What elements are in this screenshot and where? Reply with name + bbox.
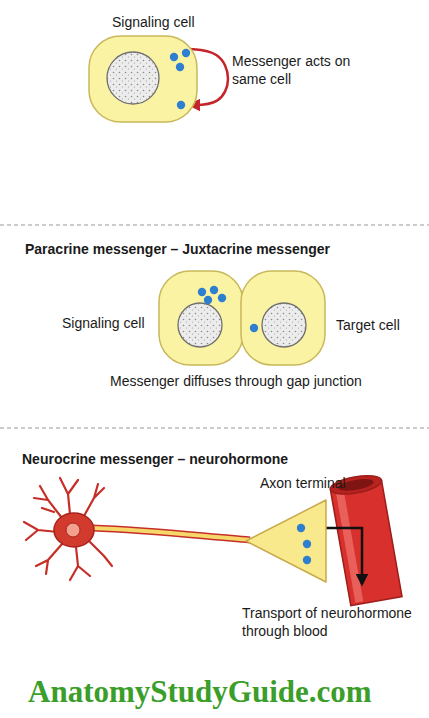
nucleus: [107, 52, 159, 104]
messenger-dot: [303, 556, 311, 564]
blood-vessel: [329, 472, 402, 605]
cell-node: Signaling cell: [158, 270, 244, 366]
node-shape: [88, 35, 198, 123]
neuron-nucleus: [66, 523, 80, 537]
note-text: Messenger diffuses through gap junction: [110, 372, 362, 390]
note-text: Transport of neurohormone through blood: [242, 604, 424, 640]
messenger-dot: [250, 324, 258, 332]
section-divider: [0, 427, 429, 428]
axon: [92, 528, 250, 540]
node-shape: [158, 270, 244, 366]
nucleus: [262, 303, 306, 347]
messenger-dot: [218, 294, 226, 302]
axon-terminal-node: Axon terminal: [245, 498, 327, 584]
cell-outline: [241, 271, 325, 365]
messenger-dot: [198, 288, 206, 296]
node-shape: [240, 270, 326, 366]
cell-label: Target cell: [336, 316, 400, 334]
node-shape: [245, 498, 327, 584]
messenger-dot: [176, 63, 184, 71]
cell-node: Signaling cell: [88, 35, 198, 123]
cell-node: Target cell: [240, 270, 326, 366]
messenger-dot: [297, 524, 305, 532]
messenger-dot: [177, 101, 185, 109]
nucleus: [178, 303, 222, 347]
neuron-cell-body: [54, 513, 94, 547]
cell-label: Signaling cell: [112, 13, 195, 31]
messenger-dot: [182, 49, 190, 57]
terminal-outline: [246, 500, 326, 582]
section-heading: Paracrine messenger – Juxtacrine messeng…: [25, 240, 330, 258]
cell-outline: [159, 271, 243, 365]
arrow-label: Messenger acts on same cell: [232, 52, 362, 88]
cell-outline: [89, 36, 197, 122]
messenger-dot: [204, 296, 212, 304]
messenger-dot: [303, 540, 311, 548]
axon: [92, 528, 250, 540]
watermark: AnatomyStudyGuide.com: [28, 672, 372, 712]
messenger-dot: [210, 286, 218, 294]
messenger-dot: [170, 53, 178, 61]
cell-label: Signaling cell: [62, 314, 145, 332]
section-heading: Neurocrine messenger – neurohormone: [22, 450, 288, 468]
section-divider: [0, 224, 429, 225]
cell-label: Axon terminal: [260, 474, 346, 492]
